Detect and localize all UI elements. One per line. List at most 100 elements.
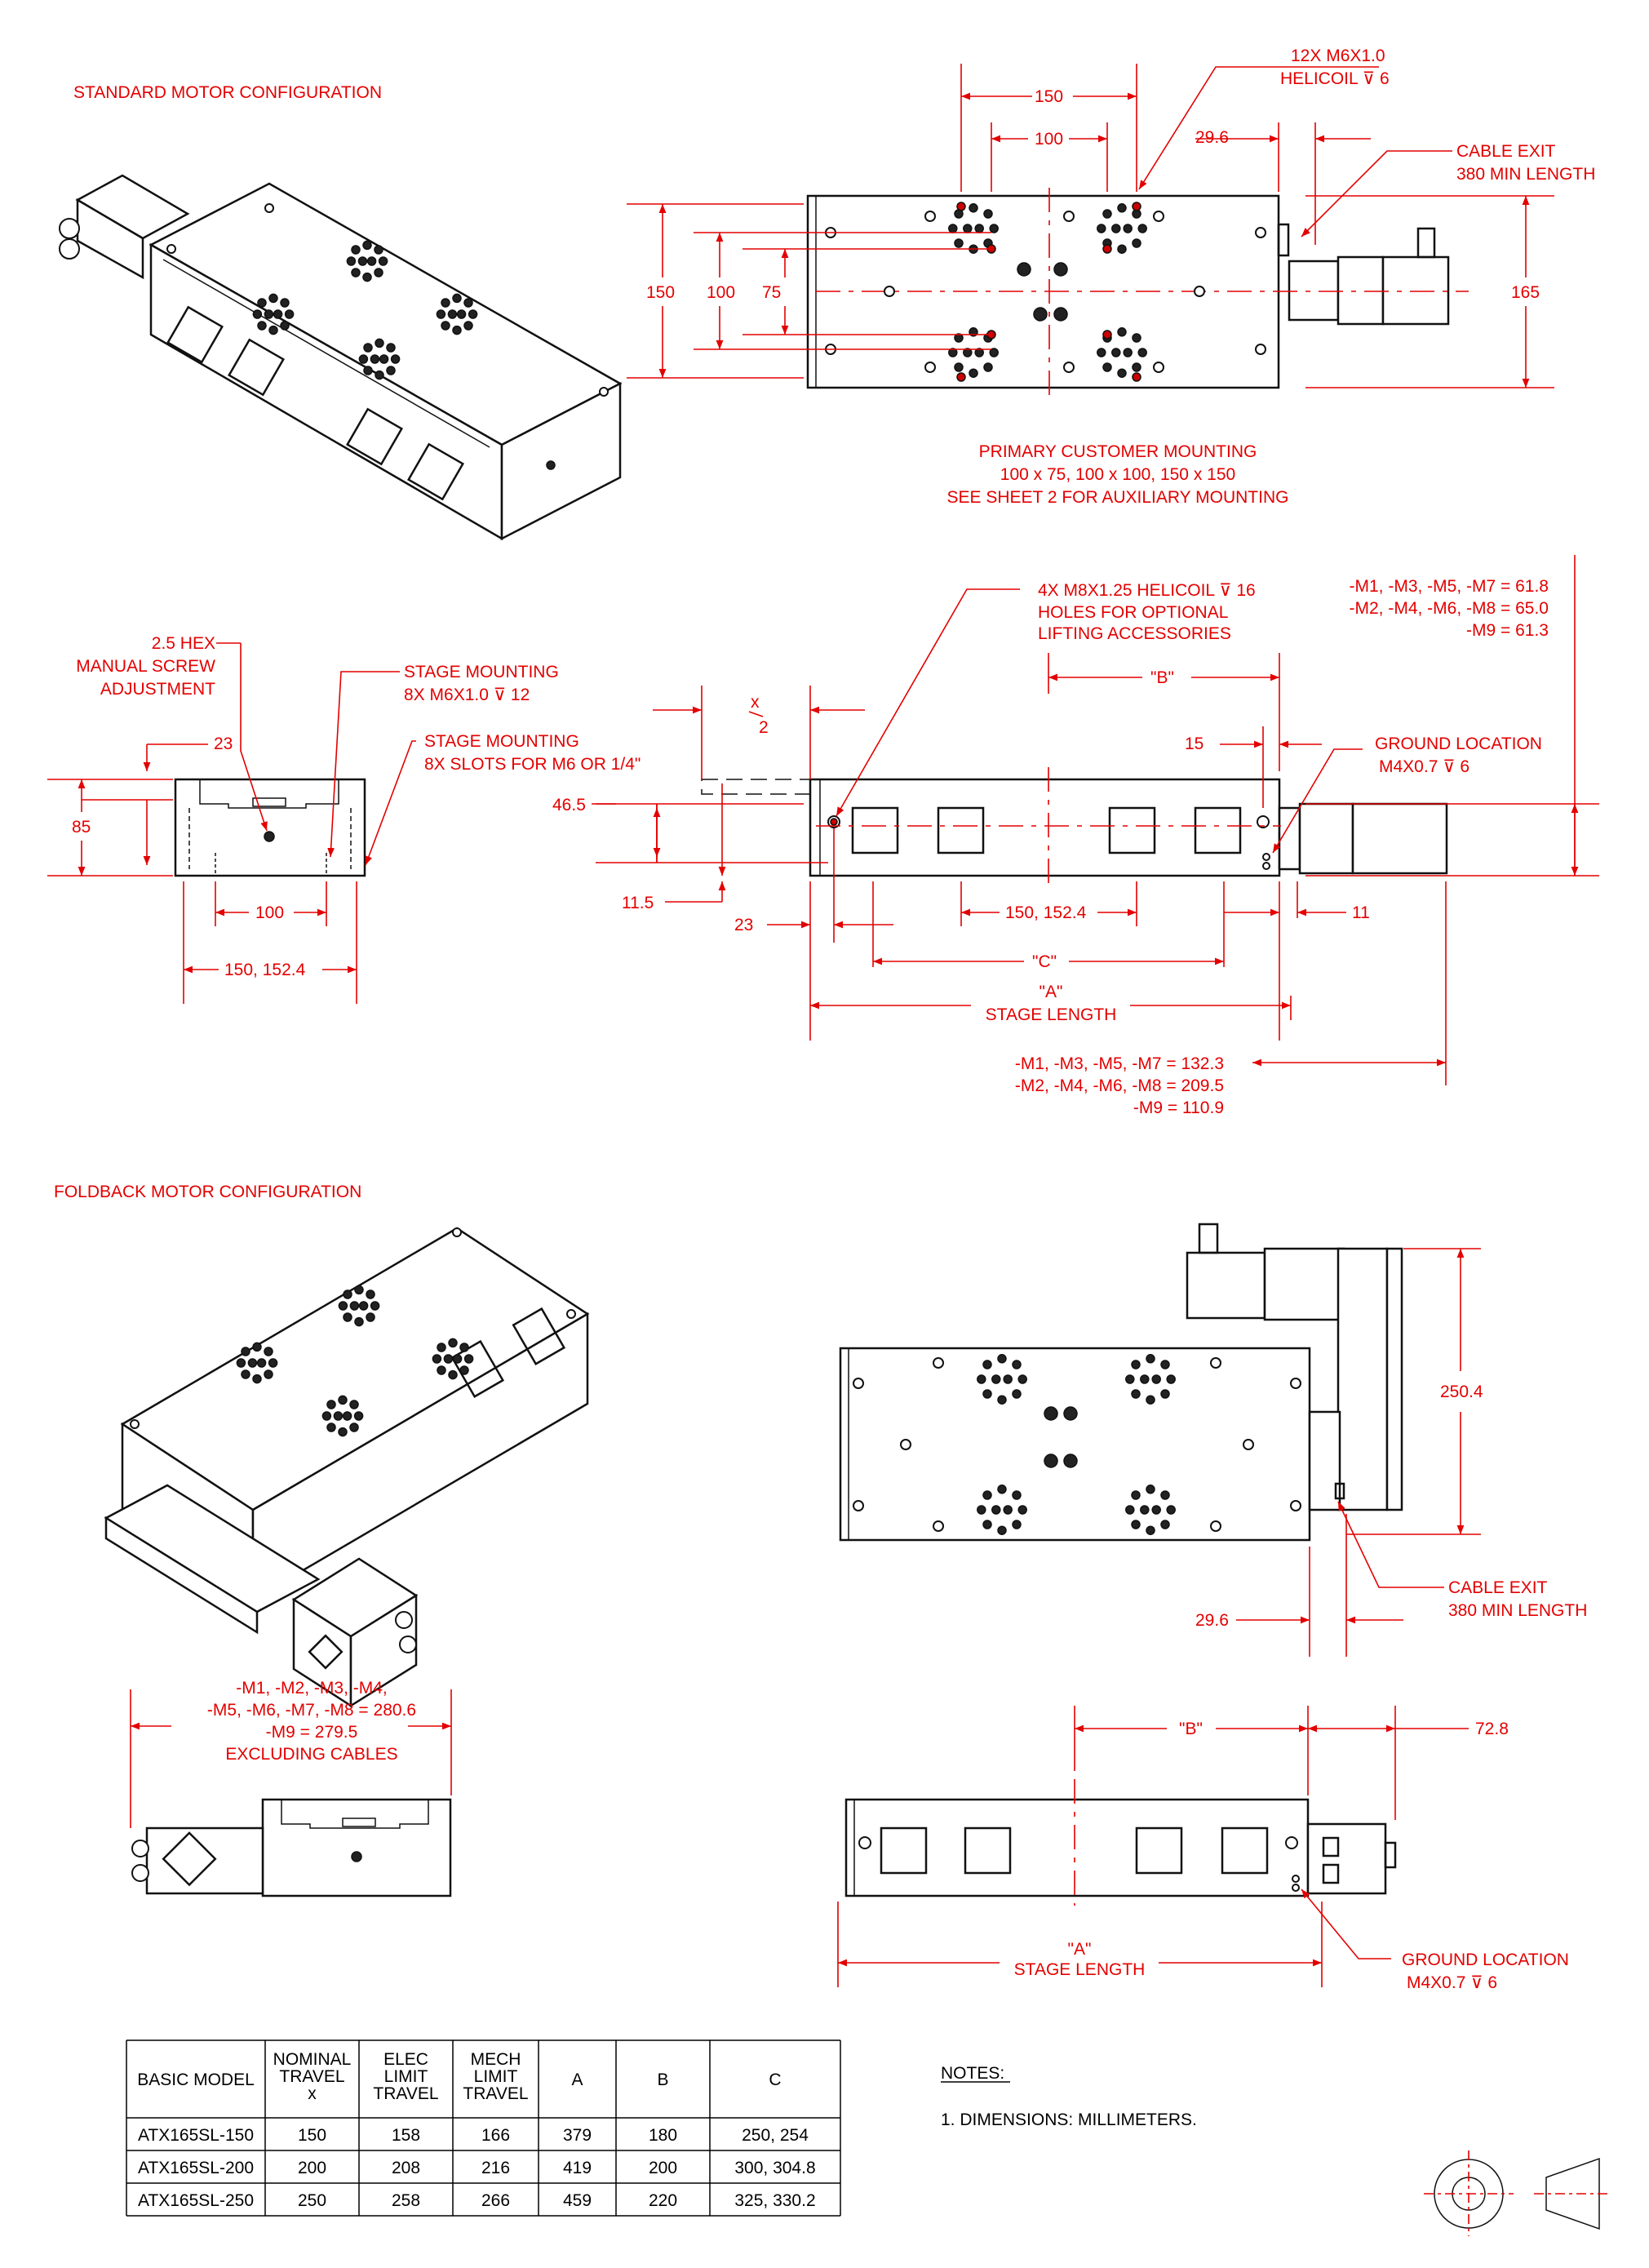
mounting-hole <box>1160 1520 1170 1529</box>
mounting-hole <box>1290 1378 1301 1389</box>
lift-label-3: LIFTING ACCESSORIES <box>1038 624 1231 643</box>
mounting-hole <box>264 203 274 213</box>
mounting-hole <box>1063 1454 1078 1468</box>
mounting-hole <box>264 309 274 319</box>
dim-250-4: 250.4 <box>1440 1383 1483 1401</box>
dim-85: 85 <box>72 818 91 837</box>
mounting-hole <box>386 366 396 375</box>
mounting-hole <box>374 268 383 277</box>
mounting-hole <box>363 366 373 375</box>
mounting-hole <box>349 1422 359 1432</box>
table-cell: 200 <box>298 2159 326 2177</box>
table-cell: 180 <box>649 2126 677 2145</box>
mounting-hole <box>338 1301 348 1311</box>
mounting-hole <box>252 1374 262 1384</box>
dim-100-left: 100 <box>707 283 735 302</box>
mounting-hole <box>362 240 372 251</box>
mounting-hole <box>351 245 361 255</box>
mounting-hole <box>370 354 380 364</box>
table-cell: 325, 330.2 <box>734 2191 815 2210</box>
mounting-hole <box>390 354 401 364</box>
stage-mount2-label-1: STAGE MOUNTING <box>424 732 579 751</box>
mounting-hole <box>252 309 263 319</box>
mounting-hole <box>1166 1505 1176 1515</box>
mounting-hole <box>463 321 473 331</box>
mounting-hole <box>338 1427 348 1437</box>
mounting-hole <box>1053 262 1068 277</box>
mounting-hole <box>900 1439 911 1450</box>
standard-side-view <box>701 767 1448 885</box>
mounting-hole <box>456 309 467 319</box>
mounting-hole <box>924 211 936 222</box>
mounting-hole <box>1132 202 1141 211</box>
mounting-hole <box>1146 1395 1155 1405</box>
mounting-hole <box>1097 348 1106 357</box>
table-header-cell: MECH <box>471 2050 521 2069</box>
mounting-hole <box>443 1354 454 1364</box>
table-header-cell: x <box>308 2084 317 2103</box>
mounting-hole <box>236 1358 246 1368</box>
mounting-hole <box>1003 1505 1013 1515</box>
mounting-hole <box>933 1520 944 1532</box>
mounting-hole <box>1255 227 1266 238</box>
table-header-cell: LIMIT <box>474 2067 518 2086</box>
mounting-hole <box>948 224 958 233</box>
mounting-hole <box>378 256 388 266</box>
fold-cable-exit-2: 380 MIN LENGTH <box>1448 1601 1587 1620</box>
mounting-note-1: PRIMARY CUSTOMER MOUNTING <box>979 442 1257 461</box>
mounting-hole <box>1053 307 1068 322</box>
stage-length-side: STAGE LENGTH <box>986 1005 1117 1024</box>
mounting-note-2: 100 x 75, 100 x 100, 150 x 150 <box>1000 465 1235 484</box>
mounting-hole <box>1137 348 1147 357</box>
fold-ground-2: M4X0.7 ⊽ 6 <box>1407 1973 1497 1992</box>
mounting-hole <box>1146 1354 1155 1364</box>
mounting-hole <box>375 370 384 380</box>
table-cell: 208 <box>392 2159 420 2177</box>
table-cell: 250, 254 <box>742 2126 809 2145</box>
table-cell: 459 <box>563 2191 592 2210</box>
table-header-cell: TRAVEL <box>279 2067 344 2086</box>
mounting-hole <box>452 293 462 304</box>
mounting-hole <box>1123 224 1133 233</box>
mounting-hole <box>264 1369 273 1379</box>
mounting-hole <box>459 1343 469 1352</box>
stage-mount1-label-2: 8X M6X1.0 ⊽ 12 <box>404 686 530 704</box>
fold-dim-A: "A" <box>1068 1940 1092 1959</box>
note-1: 1. DIMENSIONS: MILLIMETERS. <box>941 2110 1197 2129</box>
mounting-hole <box>997 1525 1007 1535</box>
mounting-hole <box>566 1309 576 1319</box>
mounting-hole <box>357 256 368 266</box>
mounting-hole <box>884 286 895 297</box>
table-header-cell: ELEC <box>383 2050 428 2069</box>
height-label-2: -M2, -M4, -M6, -M8 = 65.0 <box>1350 599 1549 618</box>
table-cell: 216 <box>481 2159 510 2177</box>
fold-dim-B: "B" <box>1179 1720 1203 1738</box>
dim-75-left: 75 <box>762 283 781 302</box>
mounting-hole <box>1146 1525 1155 1535</box>
fold-end-label-2: -M5, -M6, -M7, -M8 = 280.6 <box>207 1701 416 1720</box>
model-table: BASIC MODELNOMINALTRAVELxELECLIMITTRAVEL… <box>126 2039 841 2217</box>
mounting-hole <box>991 1505 1001 1515</box>
mounting-hole <box>1117 203 1127 213</box>
mounting-hole <box>1044 1406 1058 1421</box>
mounting-hole <box>1194 286 1205 297</box>
mounting-hole <box>459 1365 469 1375</box>
helicoil-label-1: 12X M6X1.0 <box>1291 47 1385 65</box>
mounting-hole <box>268 1358 278 1368</box>
mounting-hole <box>982 1490 992 1500</box>
dim-100-top: 100 <box>1035 130 1063 149</box>
table-cell: ATX165SL-200 <box>138 2159 254 2177</box>
table-cell: 220 <box>649 2191 677 2210</box>
dim-23-side: 23 <box>734 916 753 934</box>
dim-150-top: 150 <box>1035 87 1063 106</box>
dim-A-side: "A" <box>1039 983 1063 1001</box>
table-cell: 150 <box>298 2126 326 2145</box>
dim-29-6: 29.6 <box>1195 128 1229 147</box>
fold-dim-29-6: 29.6 <box>1195 1611 1229 1630</box>
mounting-hole <box>1153 211 1164 222</box>
mounting-hole <box>1131 1389 1141 1399</box>
mounting-hole <box>1160 1490 1170 1500</box>
table-cell: 379 <box>563 2126 592 2145</box>
dim-x: x <box>751 693 760 712</box>
mounting-hole <box>338 1395 348 1405</box>
